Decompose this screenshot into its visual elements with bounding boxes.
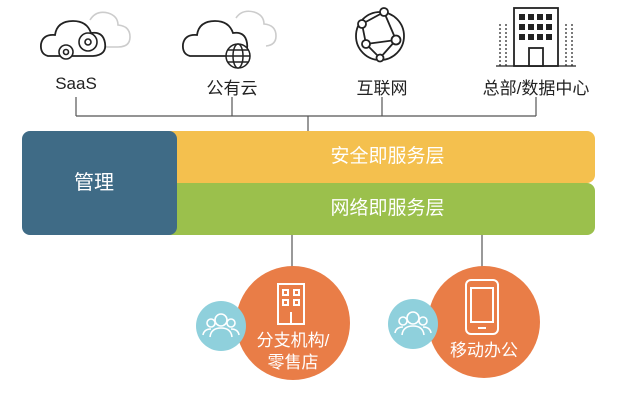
branch-label: 分支机构/ 零售店 [236,330,350,374]
network-layer-label: 网络即服务层 [330,198,445,219]
top-label-public-cloud: 公有云 [206,79,258,98]
top-label-hq-datacenter: 总部/数据中心 [482,79,590,98]
top-label-saas: SaaS [55,74,97,93]
security-layer-label: 安全即服务层 [330,146,445,167]
users-icon [388,299,438,349]
branch-label-line2: 零售店 [267,353,319,372]
building-icon [496,7,576,67]
cloud-globe-icon [181,10,277,69]
top-label-internet: 互联网 [356,79,408,98]
mobile-label: 移动办公 [450,341,518,360]
management-block: 管理 [22,131,177,235]
cloud-gears-icon [39,11,131,60]
security-layer-bar: 安全即服务层 [150,131,595,183]
mobile-phone-icon [465,279,499,335]
network-globe-icon [355,7,405,63]
branch-building-icon [277,283,305,325]
branch-label-line1: 分支机构/ [256,331,330,350]
management-label: 管理 [74,172,114,194]
network-layer-bar: 网络即服务层 [150,183,595,235]
users-icon [196,301,246,351]
